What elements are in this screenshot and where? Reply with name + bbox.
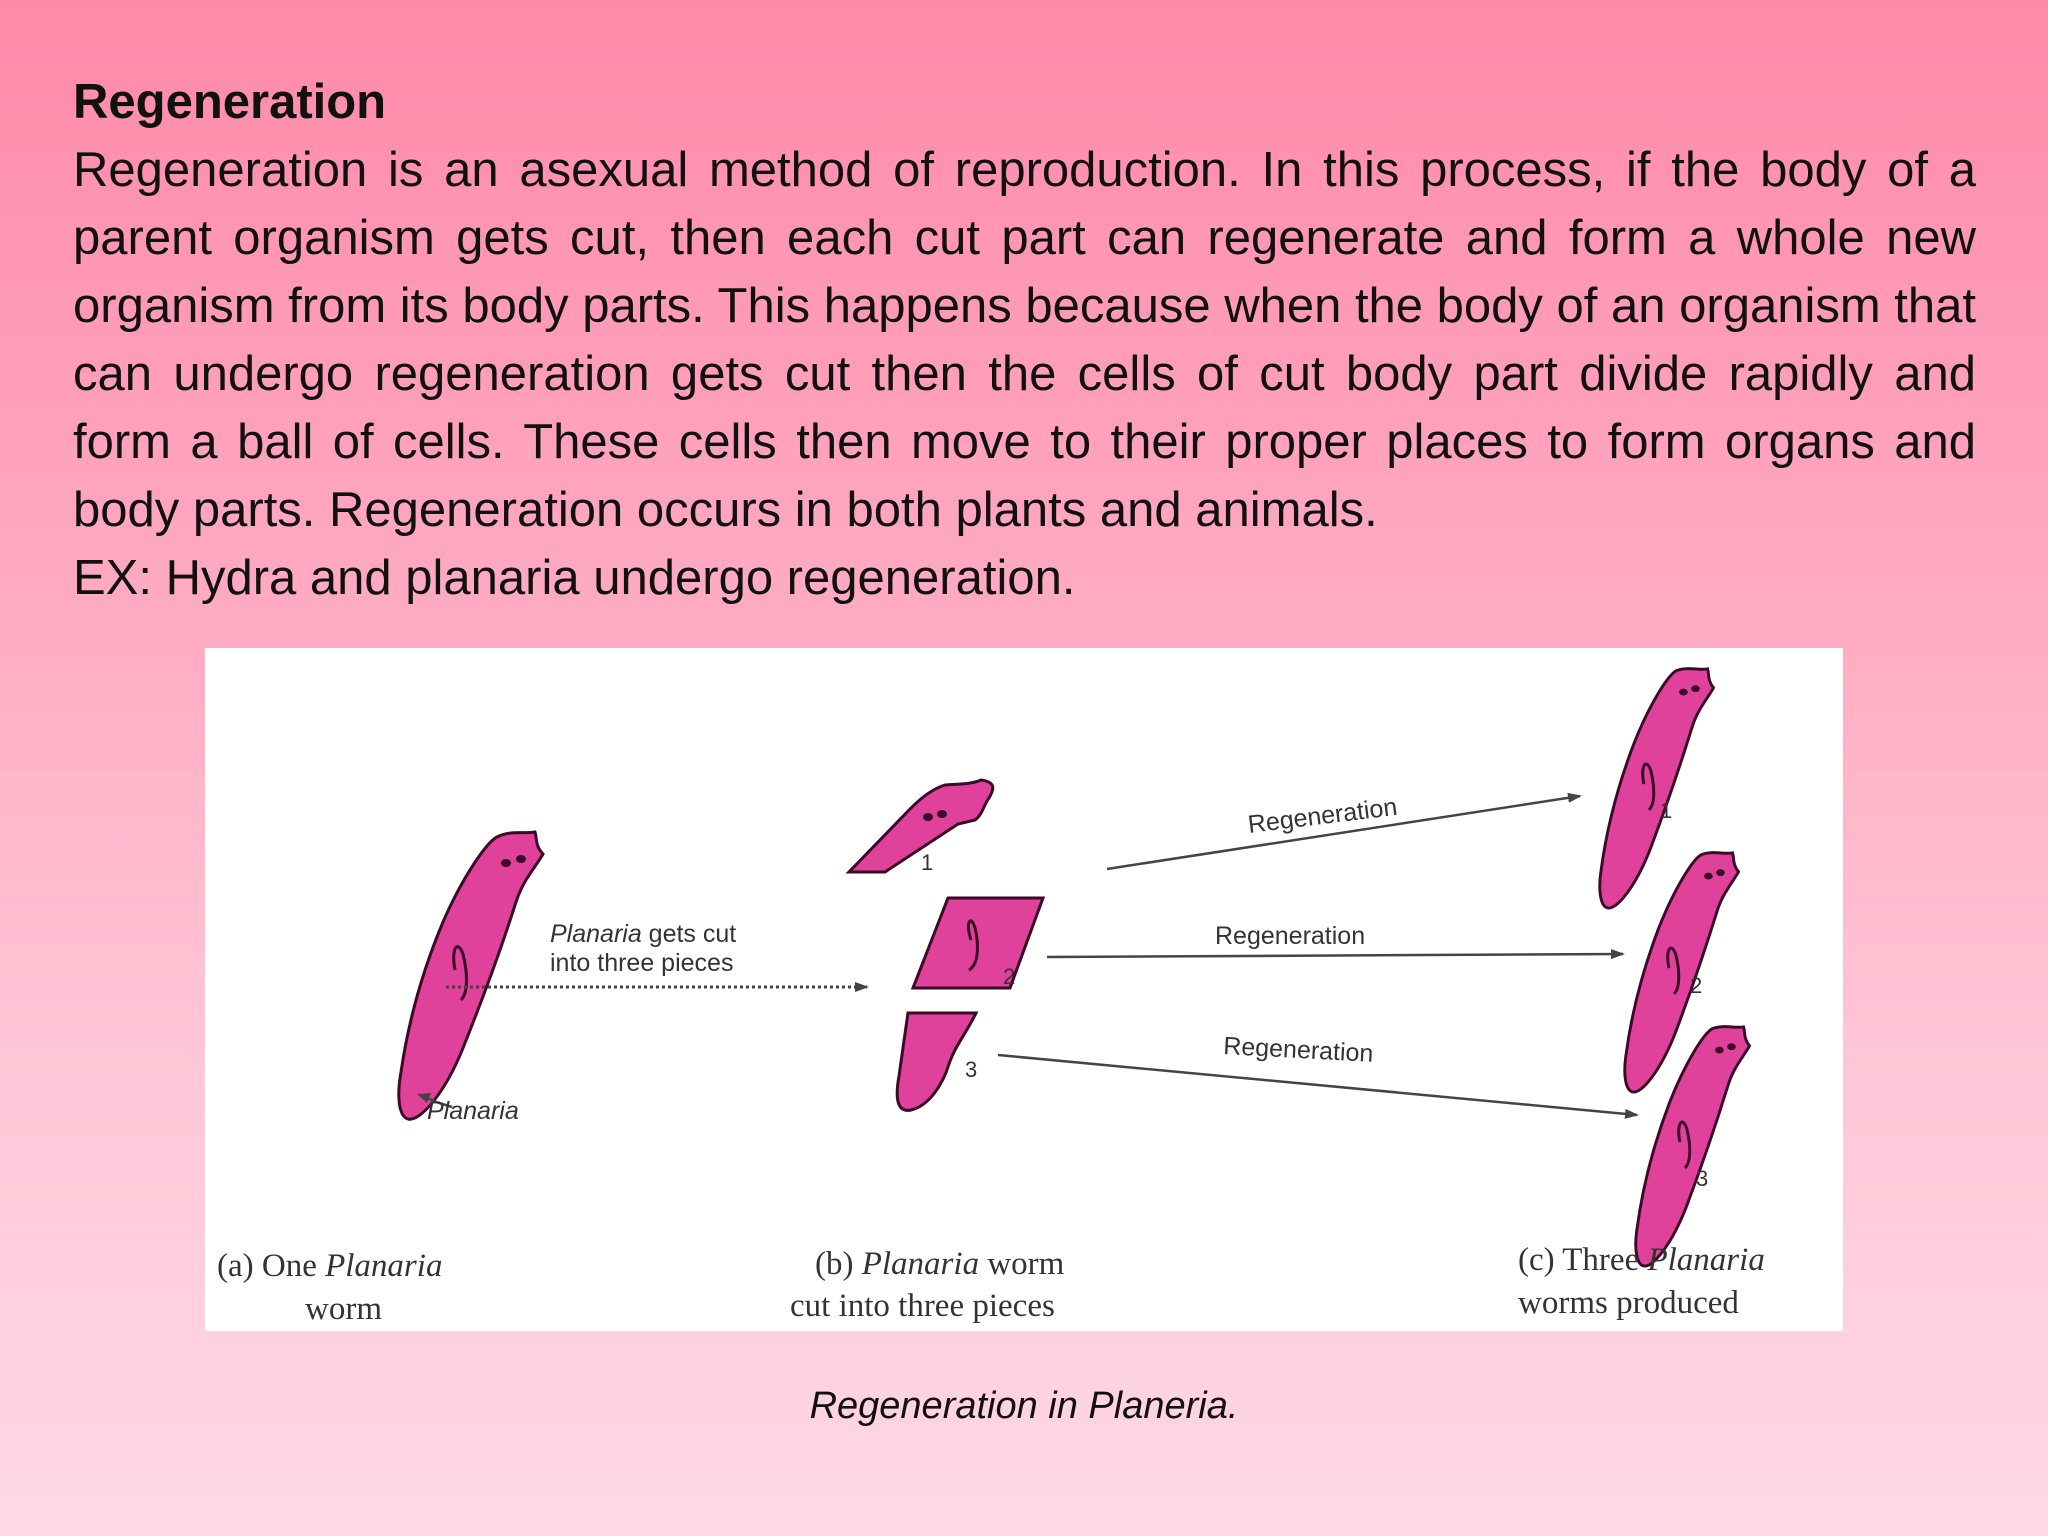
whole-planaria-worm [397, 830, 545, 1121]
regenerated-worm-2-number: 2 [1690, 973, 1702, 998]
piece-number-2: 2 [1003, 964, 1015, 989]
regen-label-3: Regeneration [1223, 1032, 1374, 1068]
piece-number-3: 3 [965, 1057, 977, 1082]
cut-label-rest: gets cut [642, 920, 737, 948]
regen-arrow-3 [997, 1053, 1639, 1119]
slide-paragraph: Regeneration is an asexual method of rep… [73, 143, 1977, 537]
regen-arrow-2 [1046, 949, 1625, 960]
slide-example: EX: Hydra and planaria undergo regenerat… [73, 551, 1076, 605]
regenerated-worm-1-number: 1 [1660, 798, 1672, 823]
slide-heading: Regeneration [73, 75, 387, 129]
planaria-figure: Planaria Planaria gets cut into three pi… [205, 648, 1843, 1331]
cut-piece-3 [895, 1011, 979, 1112]
planaria-pointer-label: Planaria [427, 1097, 519, 1125]
subcaption-a-line2: worm [305, 1291, 382, 1327]
regenerated-worm-3-number: 3 [1696, 1166, 1708, 1191]
cut-piece-1 [845, 778, 995, 874]
subcaption-a-line1: (a) One Planaria [217, 1248, 442, 1284]
regenerated-worm-1 [1598, 667, 1716, 910]
regenerated-worm-3 [1634, 1025, 1752, 1268]
regenerated-worm-2 [1623, 851, 1741, 1094]
subcaption-b-line1: (b) Planaria worm [815, 1246, 1065, 1282]
regen-label-1: Regeneration [1246, 793, 1398, 839]
cut-piece-2-body [910, 896, 1046, 990]
subcaption-c-line1: (c) Three Planaria [1518, 1242, 1765, 1278]
subcaption-c-line2: worms produced [1518, 1285, 1739, 1321]
subcaption-b-line2: cut into three pieces [790, 1288, 1055, 1324]
planaria-pointer-head [417, 1093, 431, 1103]
regen-label-2: Regeneration [1215, 922, 1365, 950]
figure-caption: Regeneration in Planeria. [809, 1385, 1239, 1427]
planaria-diagram: Planaria Planaria gets cut into three pi… [217, 667, 1765, 1327]
cut-label-line2: into three pieces [550, 949, 733, 977]
cut-label-italic: Planaria [550, 920, 642, 948]
piece-number-1: 1 [921, 850, 933, 875]
slide-body: Regeneration Regeneration is an asexual … [73, 68, 1976, 612]
cut-label-line1: Planaria gets cut [550, 920, 736, 948]
regen-arrow-1 [1106, 792, 1582, 871]
